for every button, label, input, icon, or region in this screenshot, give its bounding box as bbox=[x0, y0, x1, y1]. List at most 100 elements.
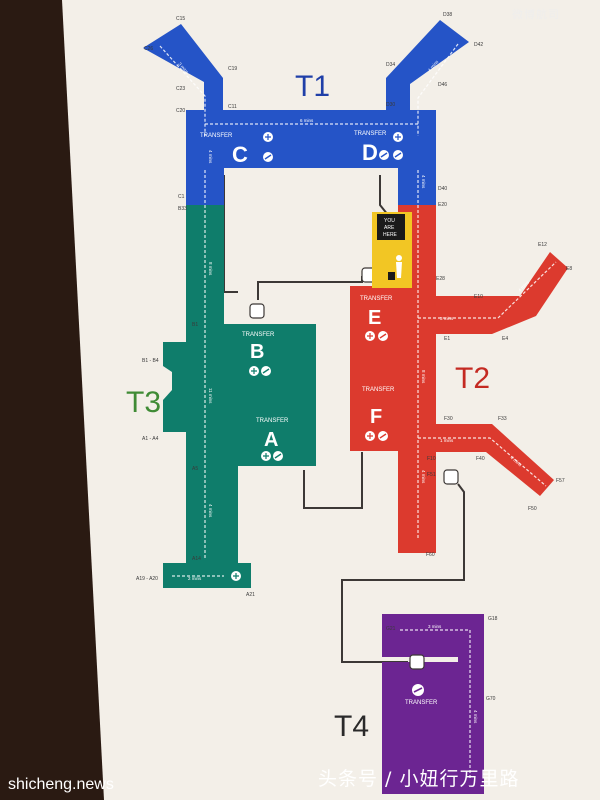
walkway-pier-f bbox=[418, 437, 547, 487]
transfer-label-a: TRANSFER bbox=[256, 418, 289, 424]
transfer-icon bbox=[263, 132, 273, 142]
author-watermark: 头条号 / 小妞行万里路 bbox=[318, 768, 520, 790]
gate-label: G70 bbox=[486, 696, 496, 702]
pier-f-arm bbox=[436, 424, 554, 496]
t3-link bbox=[224, 382, 238, 466]
gate-label: A19 - A20 bbox=[136, 576, 158, 582]
transfer-label-f: TRANSFER bbox=[362, 387, 395, 393]
gate-label: E28 bbox=[436, 276, 445, 282]
gate-label: D34 bbox=[386, 62, 395, 68]
plane-icon bbox=[263, 152, 273, 162]
train-icon bbox=[443, 469, 459, 485]
gate-label: B1 - B4 bbox=[142, 358, 159, 364]
pier-labels: TRANSFER C TRANSFER D TRANSFER B TRANSFE… bbox=[200, 131, 438, 706]
train-line-loop bbox=[303, 452, 363, 509]
gate-label: F51 bbox=[427, 472, 436, 478]
transfer-icon bbox=[365, 331, 375, 341]
walk-time-t4-north: 3 mins bbox=[428, 624, 442, 629]
gate-label: F10 bbox=[427, 456, 436, 462]
pier-e-arm bbox=[436, 252, 568, 334]
gate-label: C1 bbox=[178, 194, 185, 200]
pier-letter-c: C bbox=[232, 142, 248, 167]
gate-label: F33 bbox=[498, 416, 507, 422]
walk-time-pier-a-tip: 2 mins bbox=[188, 576, 202, 581]
pier-a-spine bbox=[224, 466, 238, 588]
walk-time-f-arm: 1 mins bbox=[440, 438, 454, 443]
luggage-icon bbox=[388, 272, 395, 280]
pier-letter-f: F bbox=[370, 406, 382, 428]
gate-label: A21 bbox=[246, 592, 255, 598]
walkway-pier-d bbox=[417, 43, 459, 136]
gate-label: E1 bbox=[444, 336, 450, 342]
gate-label: E12 bbox=[538, 242, 547, 248]
transfer-icon bbox=[393, 132, 403, 142]
gate-label: B33 bbox=[178, 206, 187, 212]
t3-west-bulge bbox=[163, 342, 186, 432]
walk-time-t3-upper: 8 mins bbox=[208, 262, 213, 276]
plane-icon bbox=[273, 451, 283, 461]
transfer-label-t4: TRANSFER bbox=[405, 700, 438, 706]
walkway-pier-e bbox=[418, 261, 557, 319]
pier-ef-building bbox=[350, 286, 436, 451]
pier-d-right bbox=[398, 110, 436, 206]
site-watermark: shicheng.news bbox=[8, 776, 114, 793]
transfer-label-b: TRANSFER bbox=[242, 332, 275, 338]
walk-time-t1: 6 mins bbox=[300, 118, 314, 123]
gate-label: G18 bbox=[488, 616, 498, 622]
transfer-label-e: TRANSFER bbox=[360, 296, 393, 302]
walk-time-d-link: 4 mins bbox=[421, 175, 426, 189]
pier-letter-d: D bbox=[362, 140, 378, 165]
train-icon bbox=[409, 654, 425, 670]
train-line-t1-t2 bbox=[379, 175, 389, 216]
gate-label: C20 bbox=[176, 108, 185, 114]
person-icon bbox=[396, 255, 402, 261]
pier-c-upper bbox=[143, 24, 223, 112]
t4-north-stub bbox=[382, 614, 412, 634]
person-body bbox=[396, 262, 402, 278]
transfer-icon bbox=[365, 431, 375, 441]
terminal-t4-area bbox=[382, 614, 484, 794]
walk-time-e-arm: 3 mins bbox=[440, 316, 454, 321]
walk-time-t2-south: 4 mins bbox=[421, 470, 426, 484]
walk-time-t2-center: 8 mins bbox=[421, 370, 426, 384]
plane-icon bbox=[261, 366, 271, 376]
gate-label: D38 bbox=[443, 12, 452, 18]
pier-ab-building bbox=[224, 324, 316, 466]
plane-icon bbox=[412, 684, 424, 696]
gate-label: C11 bbox=[228, 104, 237, 110]
transfer-icon bbox=[261, 451, 271, 461]
train-line-t2-t4 bbox=[341, 483, 465, 663]
gate-label: E20 bbox=[438, 202, 447, 208]
gate-label: C26 bbox=[144, 46, 153, 52]
walk-time-t4-east: 4 mins bbox=[473, 710, 478, 724]
gate-label: A14 bbox=[192, 556, 201, 562]
plane-icon bbox=[379, 150, 389, 160]
gate-label: E10 bbox=[474, 294, 483, 300]
service-icons bbox=[231, 132, 424, 696]
pier-f-south bbox=[398, 451, 436, 553]
gate-labels: C15 C26 C19 C23 C20 C11 C1 B33 D38 D42 D… bbox=[136, 12, 572, 702]
gate-label: D46 bbox=[438, 82, 447, 88]
train-icon bbox=[249, 303, 265, 319]
you-are-here-box bbox=[377, 214, 405, 240]
transfer-label-c: TRANSFER bbox=[200, 133, 233, 139]
corner-watermark: 微博航司 bbox=[512, 8, 560, 21]
gate-label: F50 bbox=[528, 506, 537, 512]
you-are-here-line1: YOU bbox=[384, 218, 395, 224]
walkway-t4 bbox=[400, 629, 471, 780]
walk-time-c-link: 4 mins bbox=[208, 150, 213, 164]
gate-label: D40 bbox=[438, 186, 447, 192]
gate-label: C19 bbox=[228, 66, 237, 72]
gate-label: B1 bbox=[192, 322, 198, 328]
terminal-t2-area bbox=[350, 205, 568, 553]
terminal-label-t1: T1 bbox=[295, 70, 330, 103]
plane-icon bbox=[378, 431, 388, 441]
gate-label: D30 bbox=[386, 102, 395, 108]
pier-letter-a: A bbox=[264, 429, 278, 451]
gate-label: F57 bbox=[556, 478, 565, 484]
gate-label: E4 bbox=[502, 336, 508, 342]
gate-label: C15 bbox=[176, 16, 185, 22]
t4-main-building bbox=[382, 662, 484, 794]
transfer-icon bbox=[249, 366, 259, 376]
